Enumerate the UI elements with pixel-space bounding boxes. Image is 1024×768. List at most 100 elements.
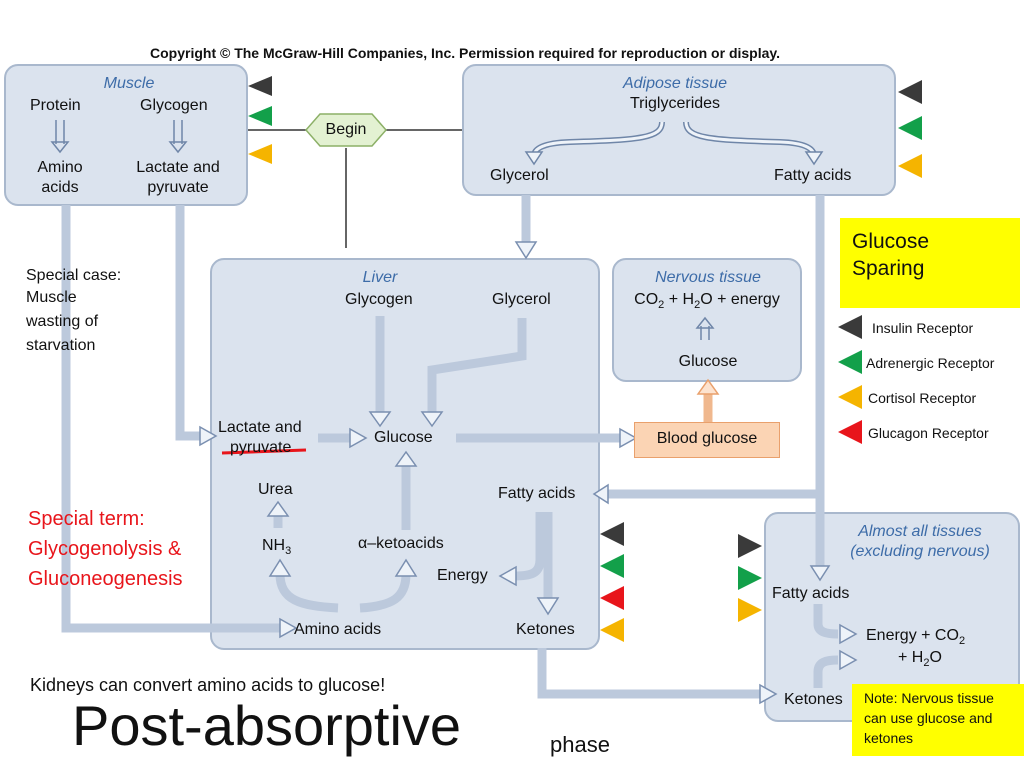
arrowhead-energy — [498, 565, 517, 587]
liver-ketoacids: α–ketoacids — [358, 535, 444, 552]
arrowhead-nh3 — [268, 558, 292, 577]
arrowhead-keto-glucose — [394, 450, 418, 467]
page-title: Post-absorptive — [72, 694, 462, 757]
arrowhead-nervous — [696, 378, 720, 395]
arrowhead-liver-ketones — [536, 597, 560, 616]
special-term-line2: Glycogenolysis & — [28, 538, 182, 560]
adipose-box — [462, 64, 896, 196]
arrowhead-adipose-glycerol — [524, 151, 544, 166]
energy-h-text: + H — [898, 649, 924, 666]
muscle-lactate-line1: Lactate and — [136, 159, 220, 176]
legend-adrenergic-label: Adrenergic Receptor — [866, 355, 995, 371]
cortisol-receptor-icon — [738, 598, 762, 622]
arrowhead-keto — [394, 558, 418, 577]
special-case-line1: Special case: — [26, 267, 122, 284]
legend-insulin-label: Insulin Receptor — [872, 320, 974, 336]
special-term-line3: Gluconeogenesis — [28, 568, 183, 590]
liver-urea: Urea — [258, 481, 293, 498]
glucose-sparing-box — [840, 218, 1020, 308]
fatty-to-energy-path — [513, 512, 545, 581]
begin-hexagon — [305, 113, 387, 147]
muscle-amino-to-liver-path — [61, 205, 282, 633]
arrowhead-liver-glycerol — [420, 411, 444, 428]
arrowhead-blood-glucose — [619, 427, 638, 449]
arrowhead-tissue-energy — [839, 623, 858, 645]
arrowhead-liver-lactate — [349, 427, 368, 449]
blood-glucose-label: Blood glucose — [656, 430, 758, 447]
nh3-subscript: 3 — [285, 545, 292, 558]
tissues-energy-line1: Energy + CO2 — [866, 626, 965, 651]
liver-amino-acids: Amino acids — [294, 621, 382, 638]
adrenergic-receptor-icon — [738, 566, 762, 590]
co2-text: CO — [634, 291, 659, 308]
arrowhead-amino-acids — [279, 617, 298, 639]
glucose-sparing-line1: Glucose — [852, 230, 930, 253]
note-line2: can use glucose and — [864, 710, 993, 726]
amino-to-keto-path — [359, 573, 411, 613]
liver-nh3: NH3 — [262, 536, 291, 561]
tissues-title-line1: Almost all tissues — [858, 523, 982, 540]
page-subtitle: phase — [550, 732, 610, 757]
tissue-fatty-energy-path — [813, 604, 839, 639]
nervous-title: Nervous tissue — [655, 269, 761, 286]
muscle-amino-line1: Amino — [37, 159, 83, 176]
arrowhead-ketones-tissues — [759, 683, 778, 705]
special-case-line2: Muscle — [26, 289, 77, 306]
muscle-protein: Protein — [30, 97, 81, 114]
arrowhead-fatty-liver — [592, 483, 609, 505]
energy-o-text: O — [929, 649, 942, 666]
insulin-receptor-icon — [600, 522, 624, 546]
arrowhead-adipose-fatty — [804, 151, 824, 166]
legend-glucagon-label: Glucagon Receptor — [868, 425, 989, 441]
arrowhead-lactate — [199, 425, 218, 447]
nervous-equation: CO2 + H2O + energy — [614, 290, 800, 315]
pyruvate-strikethrough — [221, 448, 307, 455]
muscle-box — [4, 64, 248, 206]
tissues-fatty-acids: Fatty acids — [772, 585, 850, 602]
note-line3: ketones — [864, 730, 914, 746]
o-energy-text: O + energy — [700, 291, 780, 308]
adrenergic-receptor-icon — [898, 116, 922, 140]
tissues-energy-line2: + H2O — [898, 648, 942, 673]
cortisol-receptor-icon — [600, 618, 624, 642]
arrowhead-glycerol — [514, 241, 538, 260]
liver-title: Liver — [362, 269, 398, 286]
adrenergic-receptor-icon — [248, 106, 272, 126]
insulin-receptor-icon — [738, 534, 762, 558]
ketones-to-tissues-path — [537, 648, 762, 699]
muscle-glycogen: Glycogen — [140, 97, 208, 114]
muscle-lactate-to-liver-path — [175, 205, 202, 441]
insulin-receptor-icon — [248, 76, 272, 96]
liver-glycerol-path — [427, 318, 527, 414]
nervous-glucose: Glucose — [678, 353, 738, 370]
arrowhead-fatty-tissues — [809, 565, 831, 582]
cortisol-receptor-icon — [898, 154, 922, 178]
kidneys-note: Kidneys can convert amino acids to gluco… — [30, 675, 386, 695]
adipose-triglycerides: Triglycerides — [629, 95, 721, 112]
energy-co2-text: Energy + CO — [866, 627, 959, 644]
adrenergic-receptor-icon — [600, 554, 624, 578]
h2o-subscript: 2 — [694, 299, 701, 312]
adipose-title: Adipose tissue — [622, 75, 728, 92]
arrowhead-muscle-glycogen — [168, 141, 188, 154]
energy-h2o-subscript: 2 — [923, 657, 930, 670]
liver-glycerol: Glycerol — [492, 291, 551, 308]
tissue-ketones-energy-path — [813, 655, 839, 688]
tissues-ketones: Ketones — [784, 691, 843, 708]
special-case-line4: starvation — [26, 337, 96, 354]
co2-subscript: 2 — [658, 299, 665, 312]
liver-ketones: Ketones — [516, 621, 575, 638]
arrowhead-nervous-internal — [695, 316, 715, 329]
arrowhead-tissue-ketones — [839, 649, 858, 671]
special-case-line3: wasting of — [26, 313, 99, 330]
liver-fatty-acids: Fatty acids — [498, 485, 576, 502]
glucagon-receptor-icon — [600, 586, 624, 610]
special-term-line1: Special term: — [28, 508, 145, 530]
cortisol-receptor-icon — [248, 144, 272, 164]
energy-co2-subscript: 2 — [958, 635, 966, 648]
liver-lactate-line2: pyruvate — [230, 439, 292, 456]
arrowhead-liver-glycogen — [368, 411, 392, 428]
arrowhead-urea — [266, 500, 290, 517]
legend-cortisol-label: Cortisol Receptor — [868, 390, 977, 406]
